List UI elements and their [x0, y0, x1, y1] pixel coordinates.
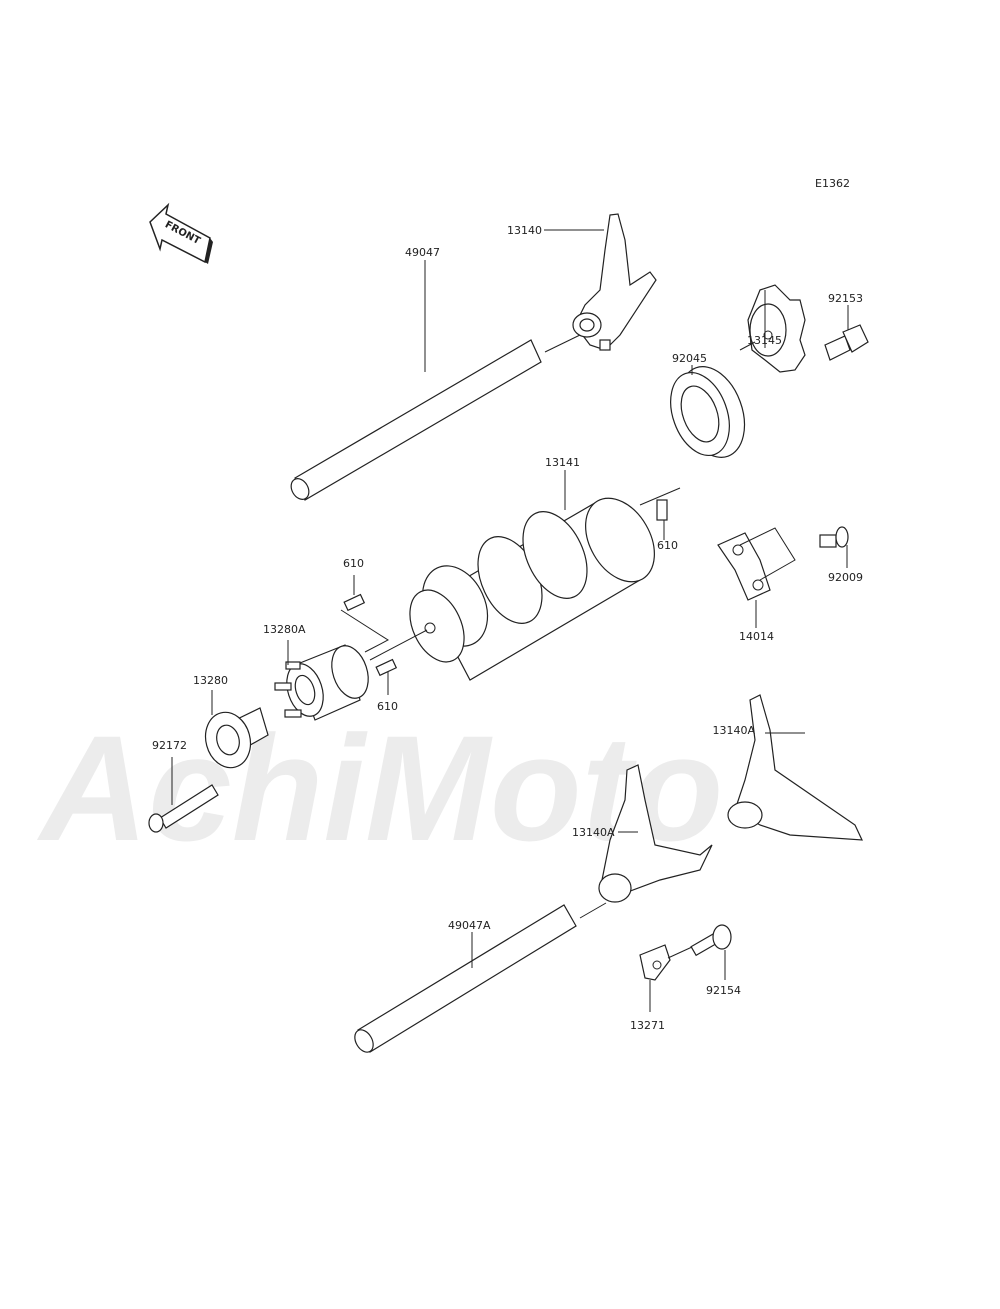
label-610-right: 610 [657, 539, 678, 552]
label-92009: 92009 [828, 571, 863, 584]
shift-fork-13140A-lower[interactable] [598, 764, 713, 903]
label-92153: 92153 [828, 292, 863, 305]
label-92154: 92154 [706, 984, 741, 997]
shift-fork-13140A-right[interactable] [727, 694, 863, 841]
screw-92009[interactable] [819, 526, 849, 548]
diagram-code: E1362 [815, 177, 850, 190]
label-13145: 13145 [747, 334, 782, 347]
label-610-lower-left: 610 [377, 700, 398, 713]
label-14014: 14014 [739, 630, 774, 643]
label-13271: 13271 [630, 1019, 665, 1032]
label-92045: 92045 [672, 352, 707, 365]
label-13280A: 13280A [263, 623, 306, 636]
label-49047A: 49047A [448, 919, 491, 932]
stopper-plate-13271[interactable] [639, 944, 671, 981]
shift-rod-49047A[interactable] [351, 904, 577, 1055]
shift-drum-13141[interactable] [399, 486, 668, 681]
label-13140A-right: 13140A [712, 724, 755, 737]
pin-610-right[interactable] [656, 499, 668, 521]
label-92172: 92172 [152, 739, 187, 752]
long-bolt-92172[interactable] [148, 784, 219, 833]
star-plate-13145[interactable] [747, 284, 806, 373]
holder-plate-14014[interactable] [717, 532, 771, 601]
label-13280: 13280 [193, 674, 228, 687]
shift-rod-49047[interactable] [288, 339, 542, 503]
label-49047: 49047 [405, 246, 440, 259]
pin-610-upper-left[interactable] [343, 593, 366, 612]
pin-610-lower-left[interactable] [375, 658, 398, 677]
shift-fork-13140[interactable] [572, 213, 657, 351]
bearing-92045[interactable] [660, 358, 756, 467]
drum-cam-13280[interactable] [200, 707, 269, 772]
front-arrow-icon: FRONT [149, 202, 213, 264]
label-13140: 13140 [507, 224, 542, 237]
pin-holder-13280A[interactable] [274, 641, 375, 721]
bolt-92154[interactable] [690, 924, 732, 957]
bolt-92153[interactable] [824, 324, 869, 361]
label-13140A-lower: 13140A [572, 826, 615, 839]
label-13141: 13141 [545, 456, 580, 469]
label-610-upper-left: 610 [343, 557, 364, 570]
